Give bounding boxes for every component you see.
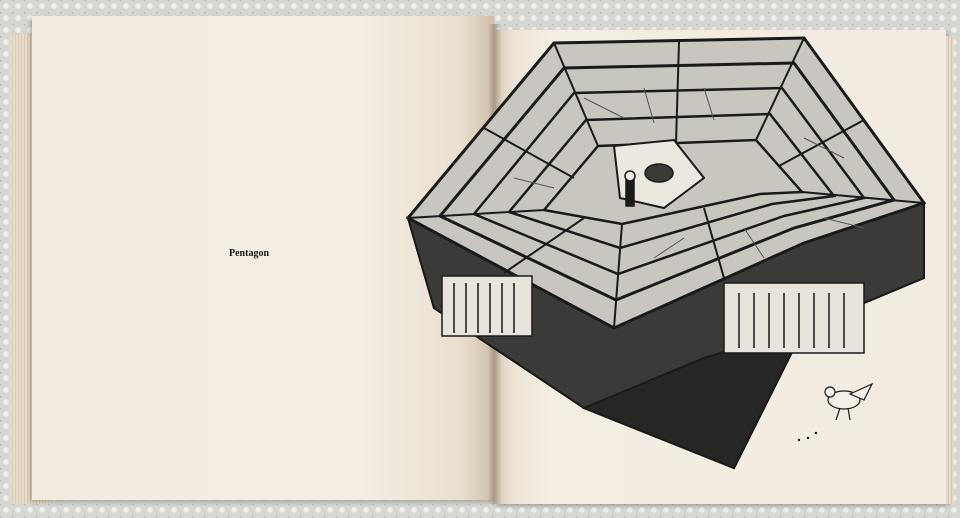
page-stack-right [946, 36, 954, 504]
porticos [441, 275, 865, 354]
pentagon-corridors [407, 37, 925, 329]
pentagon-maze-illustration [405, 36, 927, 470]
figure-in-courtyard [624, 163, 674, 207]
crumbs [797, 431, 818, 442]
roof-hatching [513, 87, 865, 259]
dove-icon [824, 382, 874, 421]
page-caption: Pentagon [229, 248, 269, 259]
left-page [32, 16, 494, 500]
